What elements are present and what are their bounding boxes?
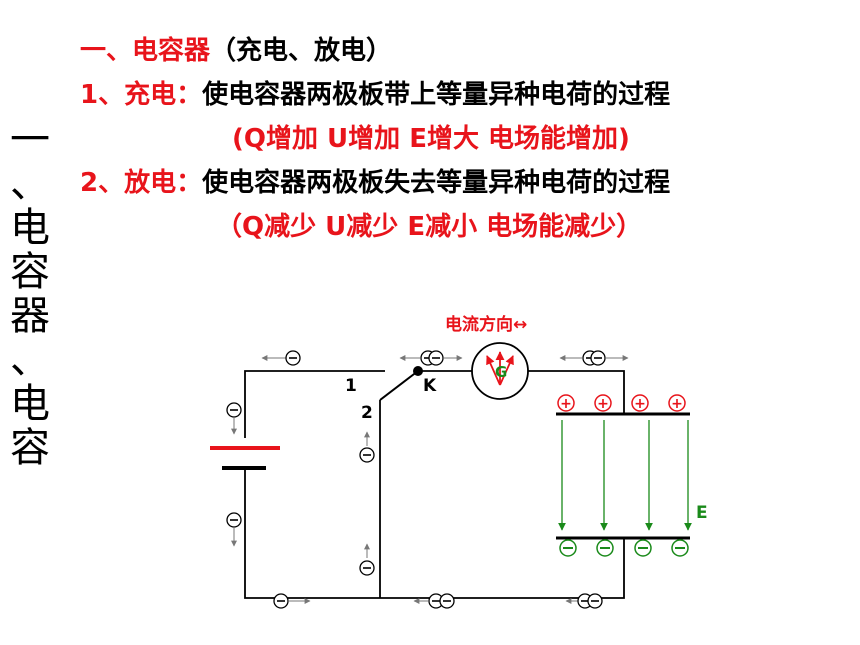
discharge-effect: （Q减少 U减少 E减小 电场能减少） bbox=[216, 206, 642, 243]
item-discharge: 2、放电：使电容器两极板失去等量异种电荷的过程 bbox=[80, 162, 670, 199]
wire-left-bottom bbox=[244, 370, 625, 599]
side-title-char: 电 bbox=[10, 205, 50, 251]
charge-label: 1、充电： bbox=[80, 80, 203, 110]
electron bbox=[226, 402, 242, 435]
heading-main: 一、电容器 bbox=[80, 36, 211, 66]
electron bbox=[359, 431, 375, 463]
section-heading: 一、电容器（充电、放电） bbox=[80, 30, 392, 67]
current-direction-label: 电流方向↔ bbox=[445, 314, 527, 335]
electron bbox=[261, 350, 301, 366]
negative-charge bbox=[671, 539, 689, 557]
circuit-wires bbox=[244, 370, 625, 599]
electron bbox=[359, 543, 375, 576]
electron bbox=[559, 350, 629, 366]
electron bbox=[399, 350, 463, 366]
charge-text: 使电容器两极板带上等量异种电荷的过程 bbox=[202, 80, 671, 110]
negative-charge bbox=[559, 539, 577, 557]
item-charge: 1、充电：使电容器两极板带上等量异种电荷的过程 bbox=[80, 74, 670, 111]
side-title-char: 、 bbox=[10, 337, 50, 383]
contact-2-label: 2 bbox=[361, 403, 373, 423]
negative-charge bbox=[596, 539, 614, 557]
negative-charges bbox=[559, 539, 689, 557]
side-title-char: 、 bbox=[10, 161, 50, 207]
positive-charge: + bbox=[594, 394, 612, 412]
galvanometer-label: G bbox=[495, 363, 507, 381]
electron bbox=[565, 593, 603, 609]
svg-text:+: + bbox=[560, 396, 572, 412]
galvanometer: G bbox=[471, 342, 529, 400]
positive-charge: + bbox=[557, 394, 575, 412]
positive-charge: + bbox=[631, 394, 649, 412]
positive-charges: + + + + bbox=[557, 394, 686, 412]
switch-blade bbox=[379, 370, 419, 401]
heading-sub: （充电、放电） bbox=[210, 36, 393, 66]
electron bbox=[413, 593, 455, 609]
contact-1-label: 1 bbox=[345, 376, 357, 396]
electron bbox=[226, 512, 242, 547]
side-title-char: 容 bbox=[10, 249, 50, 295]
electron bbox=[273, 593, 311, 609]
charge-effect: (Q增加 U增加 E增大 电场能增加) bbox=[232, 118, 630, 155]
battery bbox=[210, 438, 280, 470]
discharge-label: 2、放电： bbox=[80, 168, 203, 198]
wire-meter-to-plate bbox=[528, 370, 625, 414]
side-title: 一 、 电 容 器 、 电 容 bbox=[8, 118, 52, 470]
svg-text:+: + bbox=[671, 396, 683, 412]
charge-effect-text: (Q增加 U增加 E增大 电场能增加) bbox=[232, 124, 630, 154]
side-title-char: 一 bbox=[10, 117, 50, 163]
discharge-effect-text: （Q减少 U减少 E减小 电场能减少） bbox=[216, 212, 643, 242]
field-label: E bbox=[696, 503, 708, 523]
discharge-text: 使电容器两极板失去等量异种电荷的过程 bbox=[202, 168, 671, 198]
svg-text:+: + bbox=[597, 396, 609, 412]
electric-field-lines bbox=[558, 420, 692, 531]
switch-label: K bbox=[423, 376, 437, 396]
switch-k[interactable]: K 1 2 bbox=[345, 366, 437, 423]
side-title-char: 电 bbox=[10, 381, 50, 427]
side-title-char: 容 bbox=[10, 425, 50, 471]
switch-pivot bbox=[413, 366, 423, 376]
negative-charge bbox=[634, 539, 652, 557]
side-title-char: 器 bbox=[10, 293, 50, 339]
positive-charge: + bbox=[668, 394, 686, 412]
electron-markers bbox=[226, 350, 629, 609]
svg-text:+: + bbox=[634, 396, 646, 412]
